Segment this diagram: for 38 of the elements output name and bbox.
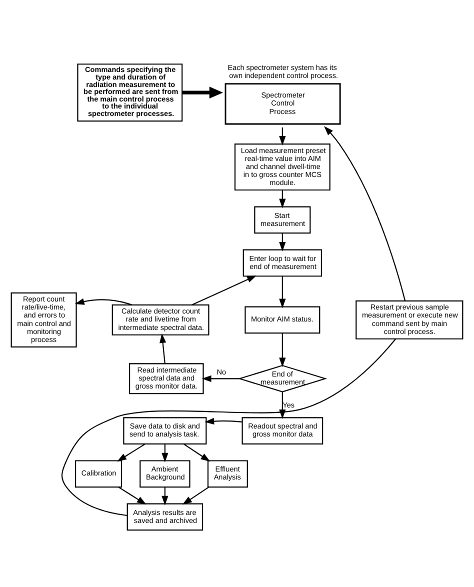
arrow (182, 86, 224, 98)
arrow (183, 443, 210, 462)
arrow (162, 444, 168, 462)
node-box: Spectrometer Control Process (224, 82, 341, 124)
node-diamond: End of measurement (238, 364, 328, 392)
arrow (160, 332, 166, 364)
arrow (279, 332, 286, 367)
connector (62, 338, 396, 516)
arrow (192, 274, 257, 305)
node-box: Monitor AIM status. (244, 306, 320, 334)
arrow (118, 486, 146, 504)
arrow (182, 486, 210, 504)
node-box: Calculate detector count rate and livetime from intermediate spectral data. (112, 304, 210, 335)
node-box: Report count rate/live-time, and errors to main control and monitoring process (10, 292, 77, 347)
node-box: Analysis results are saved and archived (126, 502, 204, 530)
arrow (279, 232, 286, 251)
edge-label: No (216, 366, 226, 376)
arrow (324, 126, 406, 300)
arrow (204, 417, 242, 424)
node-box: Restart previous sample measurement or execute new command sent by main control process. (356, 300, 464, 339)
node-box: Enter loop to wait for end of measurement (242, 248, 322, 276)
node-box: Start measurement (254, 206, 311, 234)
arrow (202, 374, 240, 382)
node-box: Save data to disk and send to analysis task. (123, 416, 207, 444)
node-box: Readout spectral and gross monitor data (242, 416, 324, 444)
arrow (162, 486, 168, 505)
edge-label: Yes (282, 400, 295, 409)
arrow (279, 276, 286, 308)
node-box: Calibration (75, 460, 122, 488)
node-box: Read intermediate spectral data and gross monitor data. (129, 362, 204, 394)
arrow (117, 443, 146, 462)
node-label: Each spectrometer system has its own independent control process. (228, 62, 338, 80)
node-box: Effluent Analysis (207, 460, 248, 488)
arrow (74, 298, 132, 305)
node-box: Load measurement preset real-time value into AIM and channel dwell-time in to gross counter MCS module. (234, 142, 330, 190)
node-box: Ambient Background (140, 460, 190, 488)
arrow (279, 190, 286, 208)
node-box: Commands specifying the type and duration of radiation measurement to be performed are sent from the main control process to the individual spectrometer processes. (77, 63, 183, 122)
